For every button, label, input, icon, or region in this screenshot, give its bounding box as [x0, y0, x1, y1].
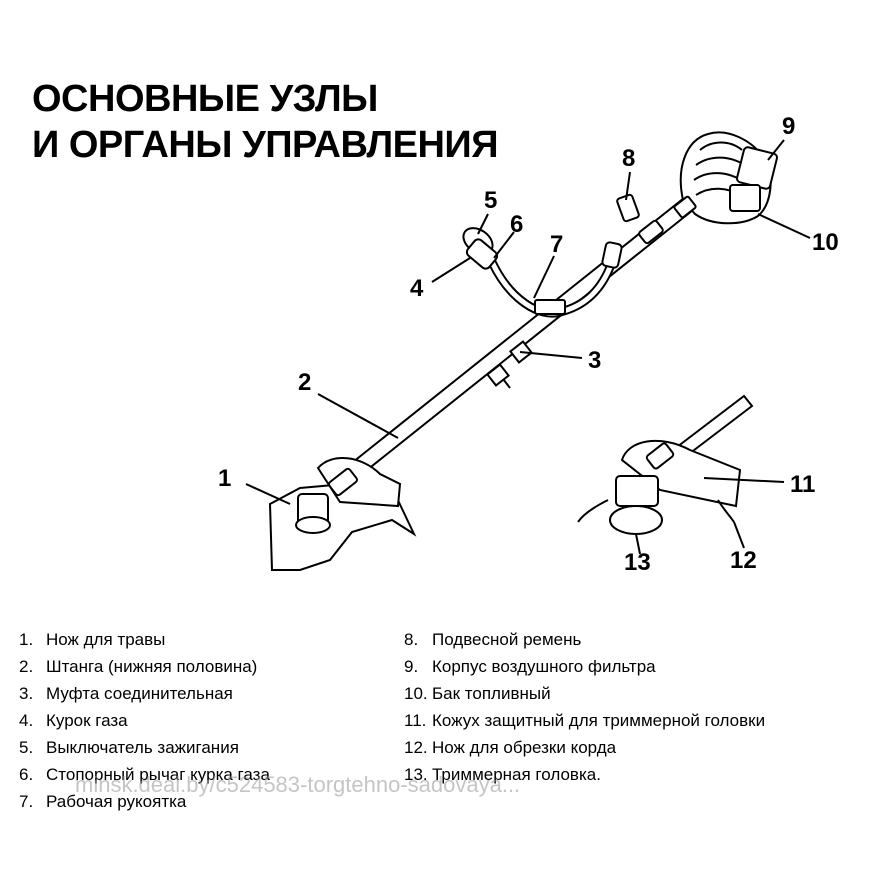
legend-item-10: 10.Бак топливный	[404, 684, 551, 703]
legend-item-6: 6.Стопорный рычаг курка газа	[19, 765, 270, 784]
legend-item-9: 9.Корпус воздушного фильтра	[404, 657, 656, 676]
callout-4: 4	[410, 275, 424, 302]
callout-8: 8	[622, 145, 635, 172]
callout-labels: 1 2 3 4 5 6 7 8 9 10 11 12 13	[218, 113, 839, 576]
trimmer-diagram: 1 2 3 4 5 6 7 8 9 10 11 12 13	[218, 113, 839, 576]
title-line-2: И ОРГАНЫ УПРАВЛЕНИЯ	[32, 124, 499, 166]
trimmer-head-assembly	[577, 394, 754, 535]
handlebar	[462, 227, 623, 318]
callout-2: 2	[298, 369, 311, 396]
diagram-title: ОСНОВНЫЕ УЗЛЫ И ОРГАНЫ УПРАВЛЕНИЯ	[32, 76, 499, 168]
legend-item-8: 8.Подвесной ремень	[404, 630, 582, 649]
callout-9: 9	[782, 113, 795, 140]
legend-right-column: 8.Подвесной ремень 9.Корпус воздушного ф…	[404, 626, 765, 788]
callout-5: 5	[484, 187, 497, 214]
grass-blade-assembly	[268, 456, 417, 571]
callout-6: 6	[510, 211, 523, 238]
legend-left-column: 1.Нож для травы 2.Штанга (нижняя половин…	[19, 626, 270, 815]
trimmer-shaft	[341, 196, 695, 484]
watermark-text: minsk.deal.by/c524583-torgtehno-sadovaya…	[75, 772, 521, 797]
callout-10: 10	[812, 229, 839, 256]
legend-item-4: 4.Курок газа	[19, 711, 128, 730]
legend-item-13: 13.Триммерная головка.	[404, 765, 601, 784]
callout-7: 7	[550, 231, 563, 258]
legend-item-3: 3.Муфта соединительная	[19, 684, 233, 703]
legend-item-5: 5.Выключатель зажигания	[19, 738, 239, 757]
strap-hook	[616, 193, 664, 245]
legend-item-7: 7.Рабочая рукоятка	[19, 792, 187, 811]
callout-1: 1	[218, 465, 231, 492]
title-line-1: ОСНОВНЫЕ УЗЛЫ	[32, 78, 378, 120]
callout-12: 12	[730, 547, 757, 574]
legend-item-1: 1.Нож для травы	[19, 630, 166, 649]
legend-item-2: 2.Штанга (нижняя половина)	[19, 657, 258, 676]
engine-unit	[673, 131, 779, 225]
callout-13: 13	[624, 549, 651, 576]
leader-lines	[245, 139, 811, 555]
callout-11: 11	[790, 471, 815, 498]
callout-3: 3	[588, 347, 601, 374]
legend-item-11: 11.Кожух защитный для триммерной головки	[404, 711, 766, 730]
legend-item-12: 12.Нож для обрезки корда	[404, 738, 617, 757]
